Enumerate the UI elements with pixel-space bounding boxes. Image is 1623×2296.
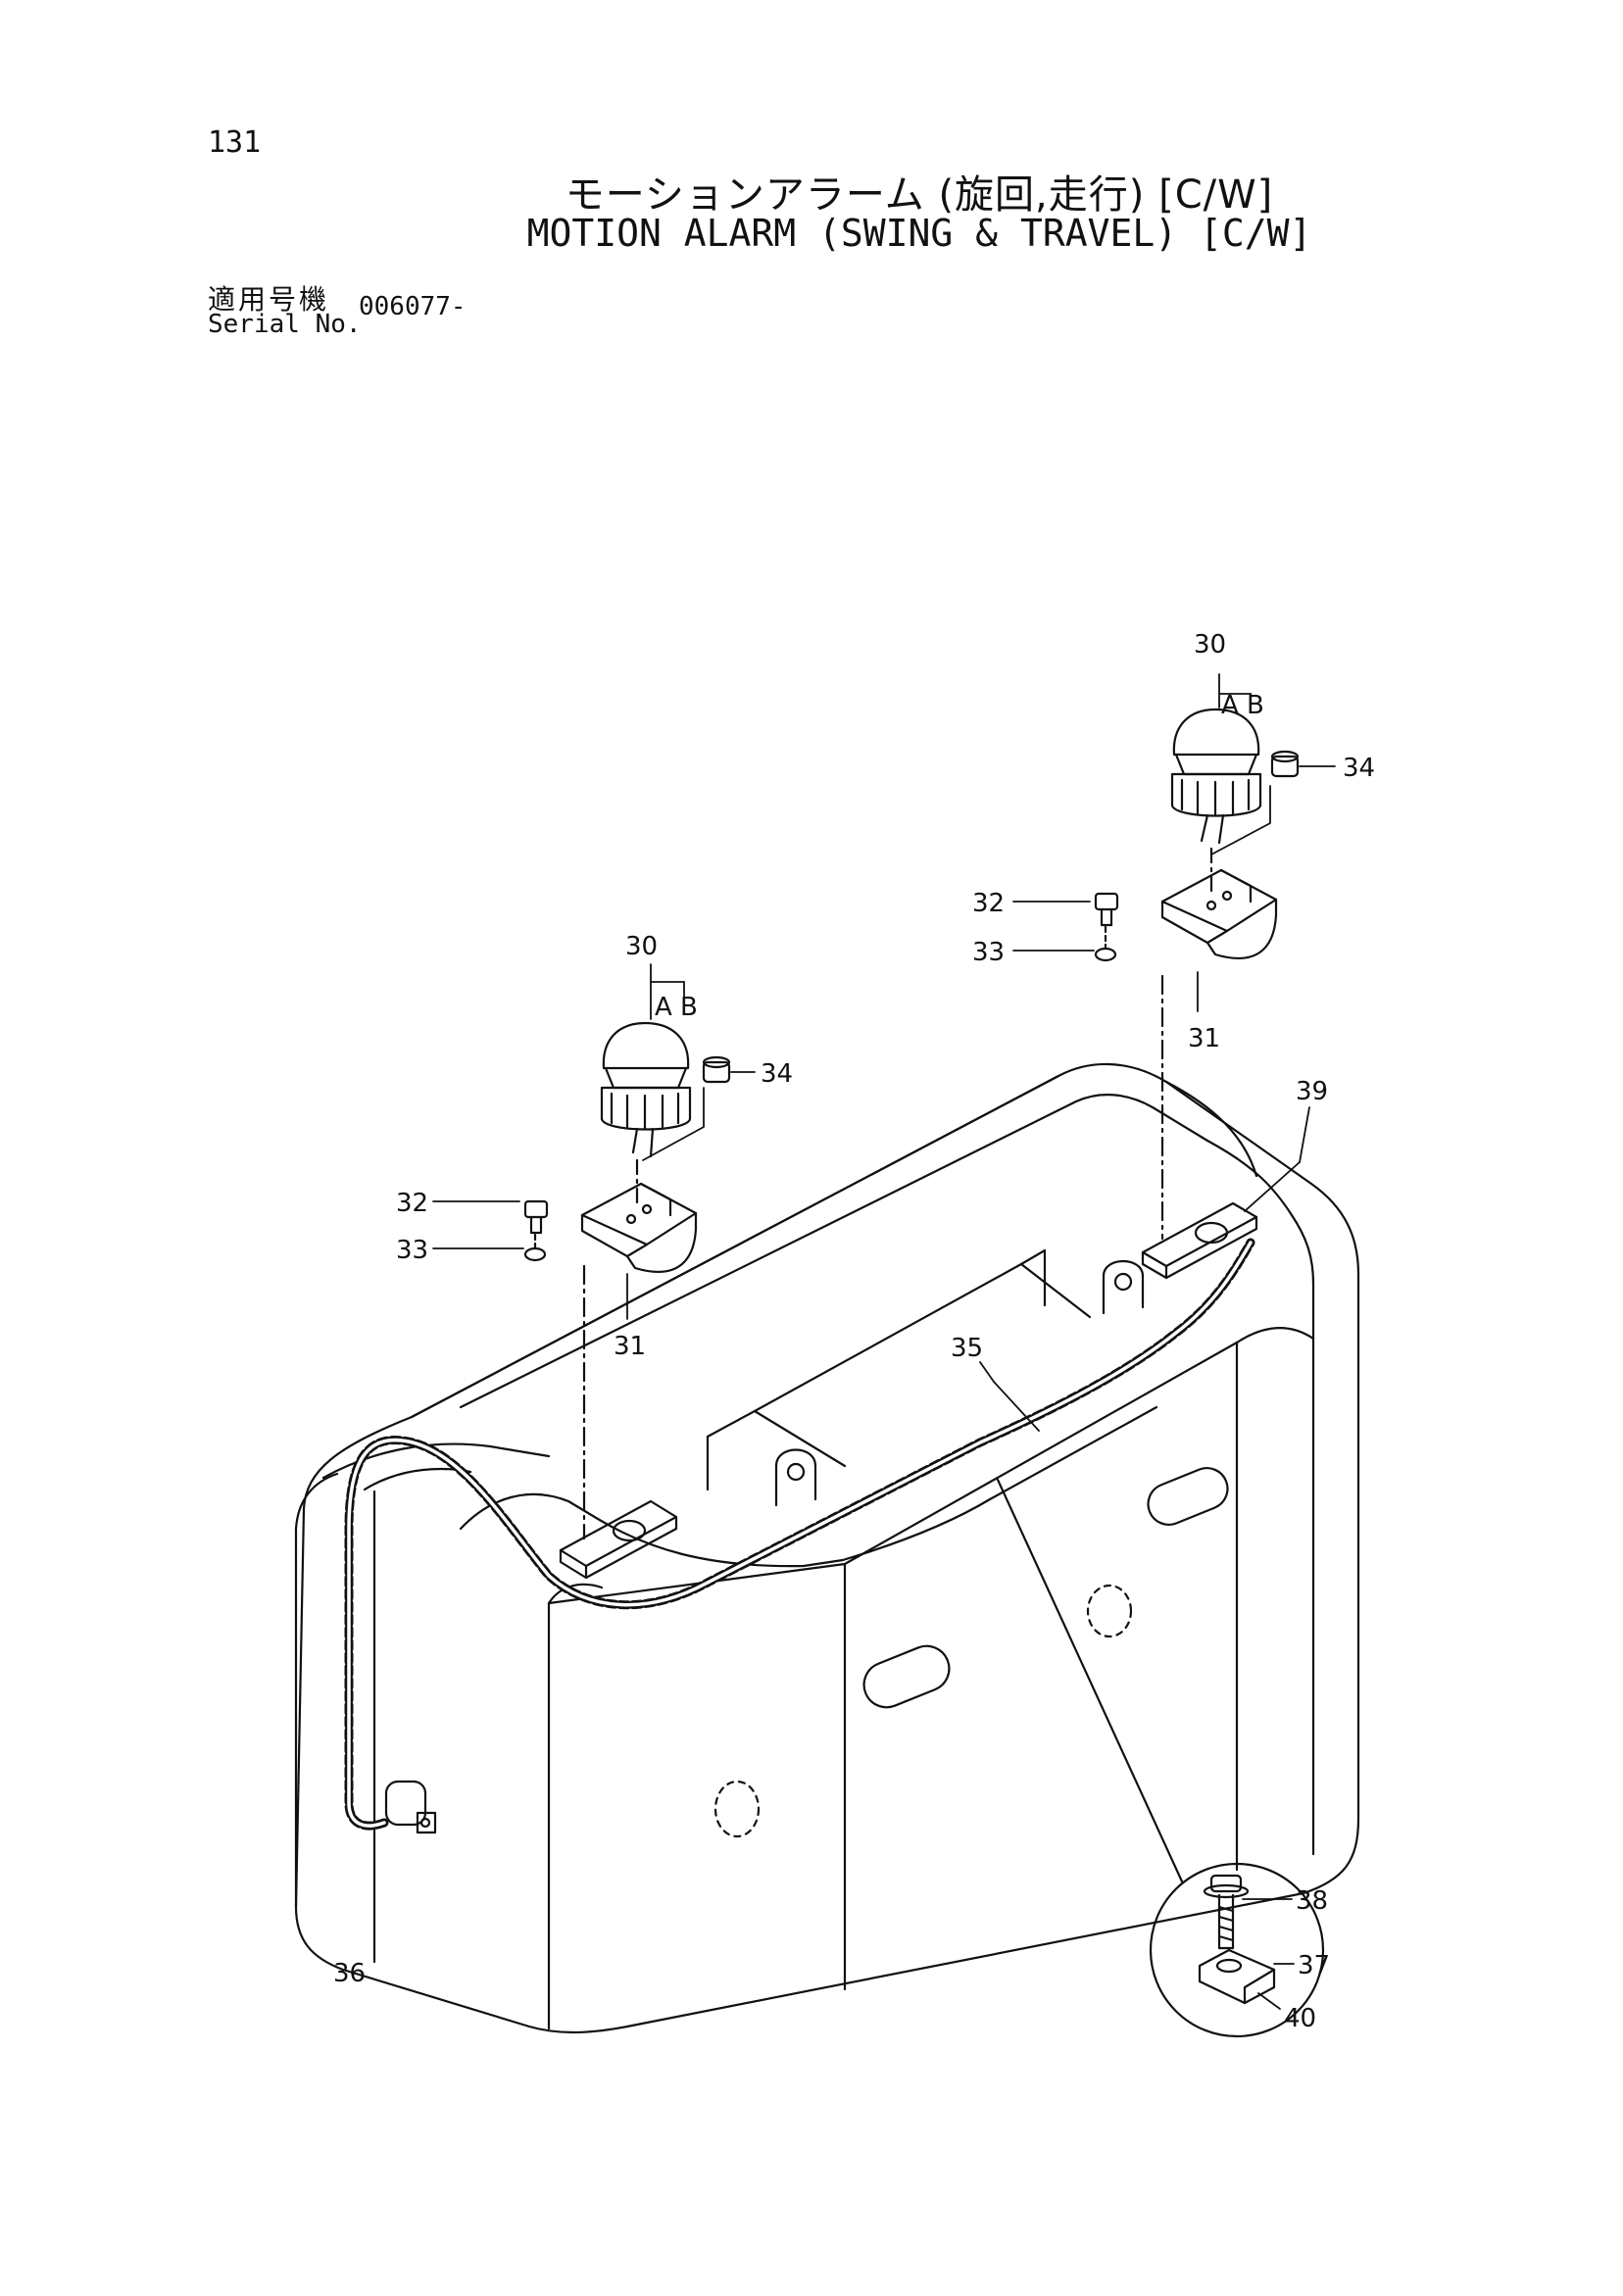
title-japanese: モーションアラーム (旋回,走行) [C/W] bbox=[565, 172, 1274, 218]
callout-ab-top: A B bbox=[1221, 691, 1264, 720]
callout-39: 39 bbox=[1296, 1077, 1328, 1106]
callout-34-left: 34 bbox=[761, 1059, 793, 1089]
callout-31-left: 31 bbox=[614, 1332, 646, 1361]
leader-lines bbox=[373, 673, 1336, 2010]
callout-40: 40 bbox=[1284, 2004, 1316, 2033]
callout-37: 37 bbox=[1298, 1951, 1330, 1980]
callout-31-top: 31 bbox=[1188, 1024, 1220, 1053]
callout-ab-left: A B bbox=[655, 993, 698, 1022]
callout-30-left: 30 bbox=[625, 932, 658, 961]
callout-35: 35 bbox=[951, 1334, 983, 1363]
mounting-plate-right bbox=[1141, 1201, 1258, 1280]
callout-30-top: 30 bbox=[1194, 630, 1226, 659]
callout-32-left: 32 bbox=[396, 1189, 428, 1218]
callout-33-top: 33 bbox=[972, 938, 1005, 967]
detail-circle-clamp bbox=[996, 1478, 1325, 2038]
callout-34-top: 34 bbox=[1343, 754, 1375, 783]
callout-38: 38 bbox=[1296, 1886, 1328, 1916]
alarm-assembly-right bbox=[1094, 708, 1300, 1241]
counterweight-body bbox=[294, 1062, 1360, 2034]
page-number: 131 bbox=[208, 125, 262, 160]
title-english: MOTION ALARM (SWING & TRAVEL) [C/W] bbox=[526, 212, 1312, 255]
callout-33-left: 33 bbox=[396, 1236, 428, 1265]
callout-36: 36 bbox=[333, 1959, 366, 1988]
serial-label: Serial No. bbox=[208, 310, 362, 339]
callout-labels: 30 A B 34 32 33 31 30 A B 34 32 33 31 39… bbox=[333, 630, 1375, 2033]
callout-32-top: 32 bbox=[972, 889, 1005, 918]
mounting-plate-left bbox=[559, 1499, 678, 1580]
alarm-assembly-left bbox=[523, 1021, 731, 1540]
serial-label-japanese: 適用号機 bbox=[208, 283, 330, 316]
harness-35 bbox=[344, 1238, 1255, 1834]
serial-number-value: 006077- bbox=[359, 292, 467, 321]
